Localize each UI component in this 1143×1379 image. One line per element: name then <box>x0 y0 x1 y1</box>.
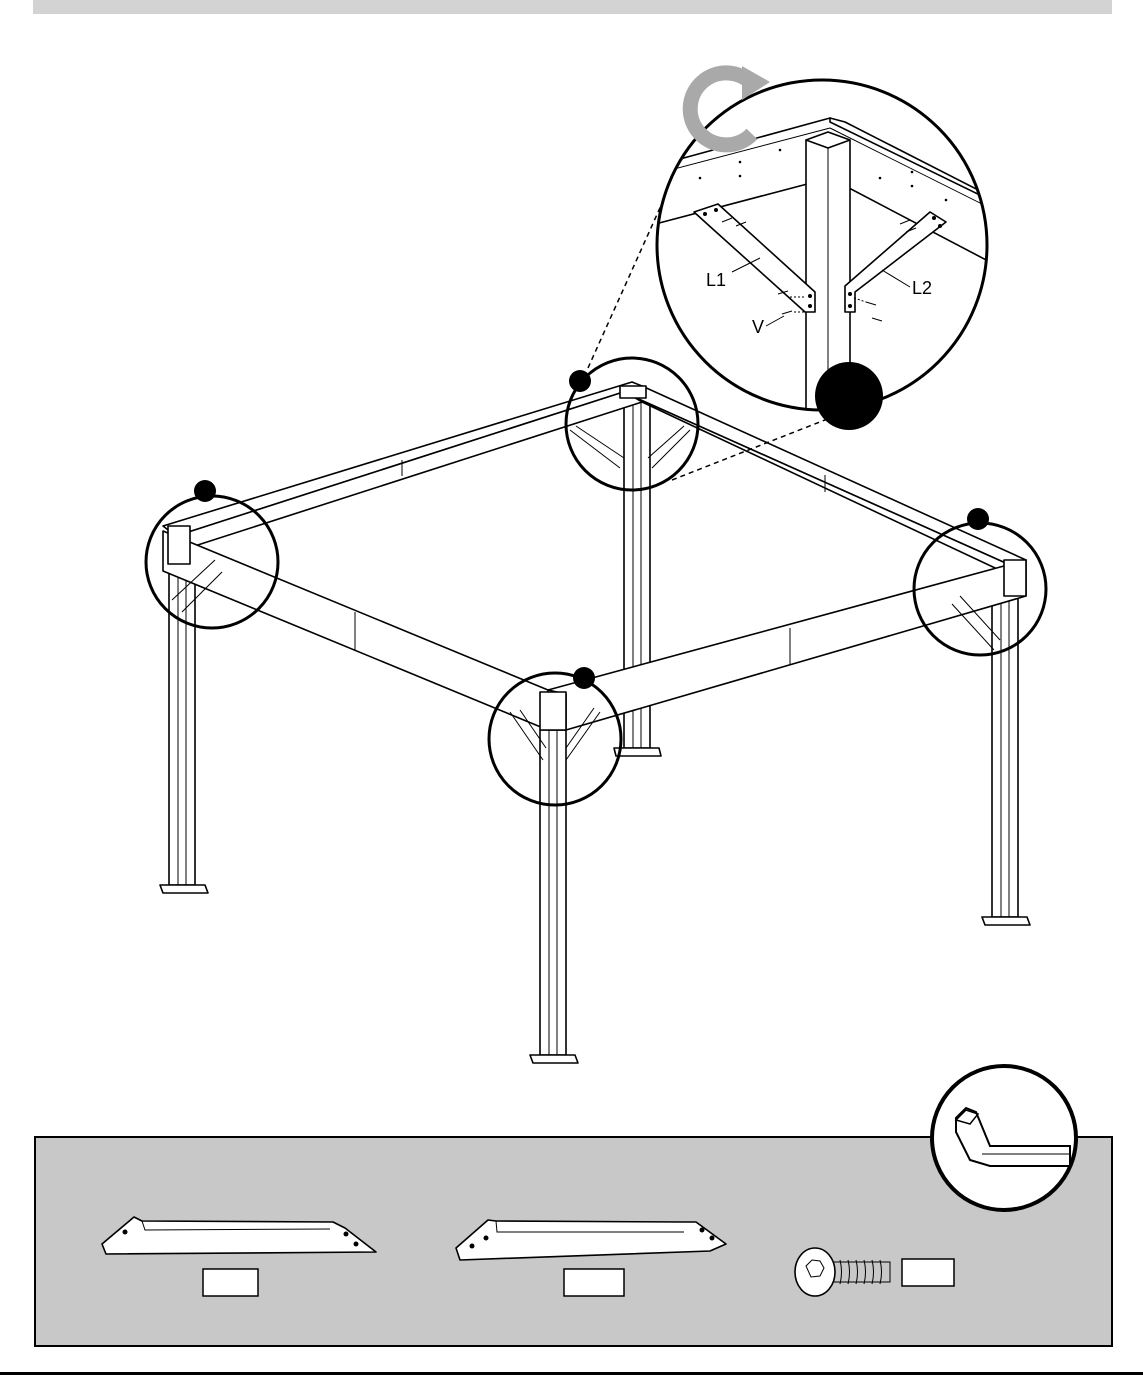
leg-front <box>530 730 578 1063</box>
zoom-marker-dot <box>815 362 883 430</box>
callout-dot-back-center <box>569 370 591 392</box>
label-l1: L1 <box>706 270 726 290</box>
label-l2: L2 <box>912 278 932 298</box>
callout-dot-back-left <box>194 480 216 502</box>
callout-dot-right <box>967 508 989 530</box>
label-box-l1 <box>203 1269 258 1296</box>
hex-key-icon <box>932 1066 1076 1210</box>
leader-line-top <box>588 190 668 368</box>
leg-right <box>982 592 1030 925</box>
bottom-rule <box>0 1372 1143 1375</box>
label-box-v <box>902 1259 954 1286</box>
gazebo-frame <box>160 382 1030 1063</box>
label-v: V <box>752 317 764 337</box>
label-box-l2 <box>564 1269 624 1296</box>
callout-dot-front <box>573 667 595 689</box>
